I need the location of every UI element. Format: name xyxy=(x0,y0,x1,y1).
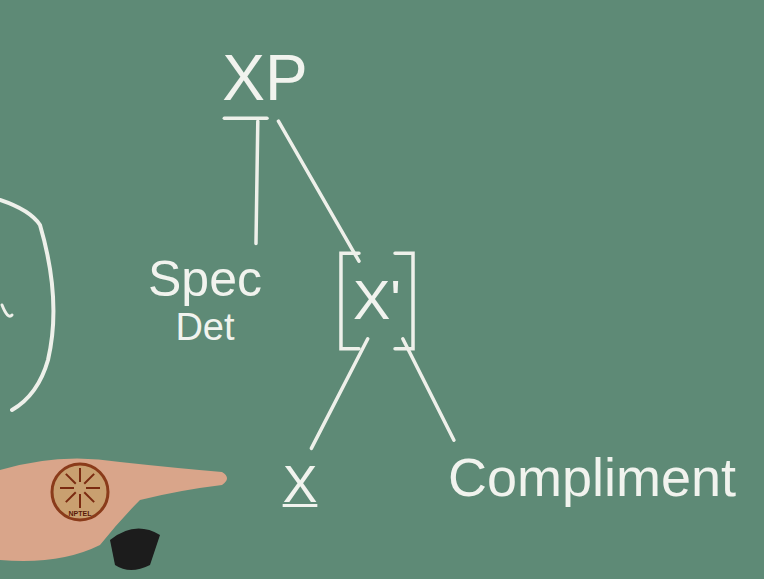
chalk-bracket xyxy=(0,200,53,410)
tree-branch xyxy=(311,339,367,449)
specifier-node: SpecDet xyxy=(142,248,268,353)
bar-node: X' xyxy=(347,265,407,335)
logo-label: NPTEL xyxy=(69,510,92,517)
chalk-underline xyxy=(224,116,267,120)
root-node: XP xyxy=(216,39,313,117)
node-text: XP xyxy=(222,43,307,113)
node-text: Spec xyxy=(148,252,262,307)
node-text: Compliment xyxy=(448,448,736,507)
tree-branch xyxy=(278,121,359,261)
tree-branch xyxy=(403,339,454,441)
complement-node: Compliment xyxy=(442,444,742,511)
logo-emblem xyxy=(52,464,108,520)
head-node: X xyxy=(277,452,324,517)
tree-branch xyxy=(256,121,258,243)
node-text: X xyxy=(283,456,318,513)
chalk-mark xyxy=(2,305,12,316)
node-text: X' xyxy=(353,269,401,331)
marker-figure xyxy=(110,529,160,570)
node-text: Det xyxy=(148,307,262,349)
